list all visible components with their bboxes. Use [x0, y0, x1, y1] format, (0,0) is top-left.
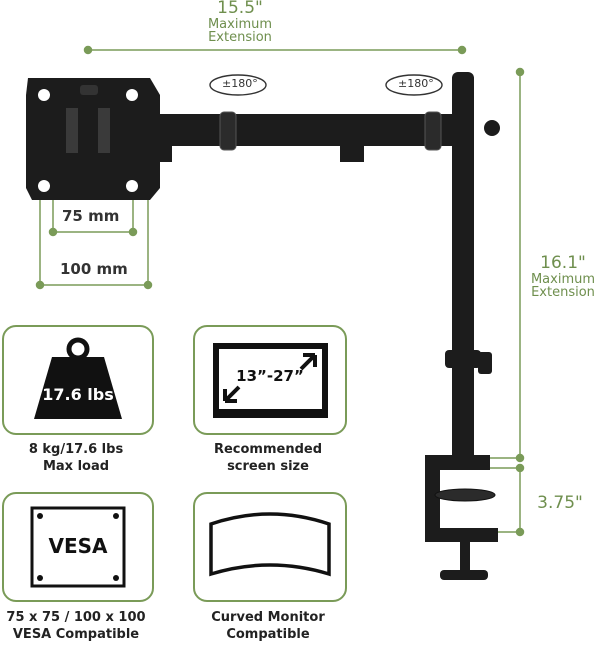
- vesa-75-line: [48, 195, 138, 237]
- clamp-dimension-line: [490, 463, 525, 537]
- height-dimension-label: 16.1" Maximum Extension: [518, 253, 600, 301]
- desk-clamp: [425, 455, 498, 580]
- height-value: 16.1": [540, 253, 586, 273]
- extension-value: 15.5": [217, 0, 263, 18]
- screen-caption: Recommended screen size: [191, 442, 345, 476]
- pole: [445, 72, 492, 462]
- curved-caption-line2: Compatible: [226, 626, 310, 642]
- weight-caption: 8 kg/17.6 lbs Max load: [0, 442, 152, 476]
- rotation-label-right: ±180°: [398, 77, 434, 90]
- vesa-caption: 75 x 75 / 100 x 100 VESA Compatible: [0, 610, 152, 644]
- rotation-label-left: ±180°: [222, 77, 258, 90]
- rotation-arrow-right: [385, 74, 443, 96]
- weight-icon: [34, 337, 122, 419]
- curved-caption: Curved Monitor Compatible: [191, 610, 345, 644]
- brand-logo: JuiceBitz: [430, 357, 439, 392]
- rotation-arrow-left: [209, 74, 267, 96]
- height-label-line2: Extension: [531, 285, 595, 301]
- vesa-75-label: 75 mm: [62, 207, 120, 225]
- screen-feature-box: 13”-27”: [193, 325, 347, 435]
- vesa-icon-text: VESA: [48, 534, 108, 558]
- vesa-caption-line2: VESA Compatible: [12, 626, 140, 642]
- extension-dimension-line: [83, 45, 467, 55]
- screen-icon-text: 13”-27”: [236, 367, 304, 385]
- weight-caption-line1: 8 kg/17.6 lbs: [28, 442, 124, 457]
- extension-label-line2: Extension: [208, 30, 272, 46]
- vesa-icon: [30, 506, 126, 588]
- vesa-plate: [26, 78, 160, 200]
- curved-monitor-icon: [209, 512, 331, 577]
- screen-icon: [213, 343, 328, 418]
- vesa-feature-box: VESA: [2, 492, 154, 602]
- screen-caption-line1: Recommended: [213, 442, 323, 457]
- vesa-100-label: 100 mm: [60, 260, 128, 278]
- height-dimension-line: [490, 67, 525, 463]
- screen-caption-line2: screen size: [227, 458, 309, 474]
- curved-feature-box: [193, 492, 347, 602]
- weight-feature-box: 17.6 lbs: [2, 325, 154, 435]
- weight-icon-text: 17.6 lbs: [42, 385, 114, 404]
- arm: [138, 111, 500, 162]
- extension-label-line1: Maximum: [207, 16, 273, 32]
- weight-caption-line2: Max load: [42, 458, 110, 474]
- clamp-value: 3.75": [537, 493, 583, 513]
- extension-dimension-label: 15.5" Maximum Extension: [170, 0, 310, 45]
- vesa-caption-line1: 75 x 75 / 100 x 100: [6, 610, 146, 625]
- vesa-100-line: [35, 195, 153, 290]
- curved-caption-line1: Curved Monitor: [211, 610, 325, 625]
- height-label-line1: Maximum: [530, 271, 596, 287]
